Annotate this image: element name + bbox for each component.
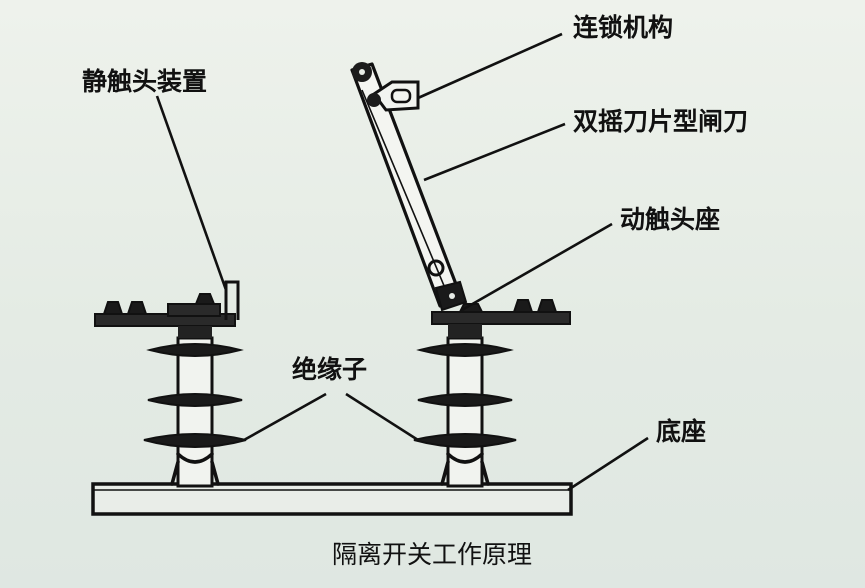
leader-moving-contact-seat — [461, 222, 613, 312]
leader-double-blade — [423, 122, 566, 182]
label-static-contact: 静触头装置 — [82, 67, 207, 96]
label-double-blade: 双摇刀片型闸刀 — [573, 107, 748, 136]
double-blade-knife — [350, 62, 468, 312]
leader-base — [567, 436, 649, 492]
diagram-caption: 隔离开关工作原理 — [332, 540, 532, 569]
label-interlock: 连锁机构 — [573, 13, 673, 42]
leader-insulator-left — [243, 392, 327, 442]
right-contact-bar — [431, 299, 571, 338]
label-base: 底座 — [656, 417, 706, 446]
base-plate — [91, 482, 573, 516]
leader-interlock — [417, 32, 563, 100]
interlock-mechanism — [367, 80, 420, 112]
label-insulator: 绝缘子 — [292, 355, 367, 384]
leader-static-contact — [155, 95, 228, 291]
left-contact-bar — [94, 280, 240, 338]
left-insulator — [143, 336, 247, 488]
label-moving-contact-seat: 动触头座 — [620, 205, 720, 234]
right-insulator — [413, 336, 517, 488]
leader-insulator-right — [345, 392, 419, 442]
